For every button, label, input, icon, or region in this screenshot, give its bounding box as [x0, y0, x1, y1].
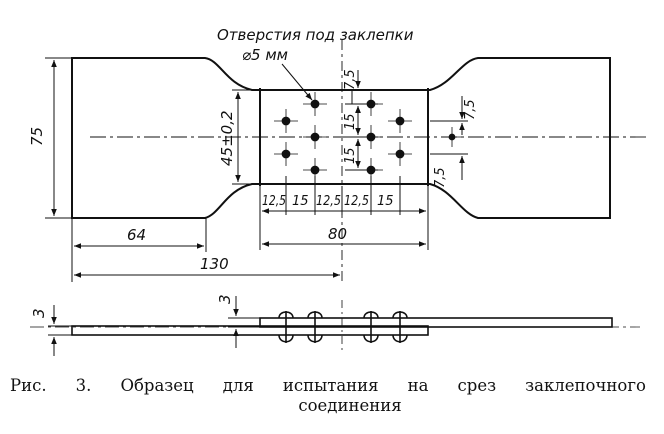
rivet-hole	[303, 158, 327, 182]
rivet-hole	[442, 127, 462, 147]
dim-right-vertical	[430, 96, 468, 180]
dim-pitch-b-label: 12,5	[316, 194, 341, 209]
dim-pitch-c-label: 12,5	[344, 194, 369, 209]
lower-plate	[71, 325, 429, 336]
dim-thickness-left-label: 3	[30, 308, 48, 318]
rivet	[363, 311, 379, 343]
rivet	[392, 311, 408, 343]
dim-pitch-chain	[259, 176, 429, 250]
caption-word: Образец	[120, 376, 194, 395]
holes-label-line1: Отверстия под заклепки	[217, 26, 414, 44]
dim-grip-length-label: 64	[127, 226, 146, 244]
dim-grip-length	[71, 218, 207, 282]
dim-total-width	[45, 57, 72, 219]
caption-line-1: Рис. 3. Образец для испытания на срез за…	[10, 376, 650, 396]
caption-word: для	[222, 376, 254, 395]
figure-caption: Рис. 3. Образец для испытания на срез за…	[10, 376, 650, 416]
caption-line-2: соединения	[298, 396, 402, 415]
dim-overlap-length-label: 80	[328, 225, 347, 243]
rivet-holes	[274, 92, 462, 182]
dim-thickness-right-label: 3	[216, 294, 234, 304]
caption-word: испытания	[282, 376, 379, 395]
dim-total-width-label: 75	[28, 127, 46, 146]
holes-leader	[281, 63, 313, 101]
dim-neck-width-label: 45±0,2	[218, 110, 236, 166]
dim-vert-mid-b-label: 15	[343, 147, 358, 164]
caption-word: 3.	[75, 376, 92, 395]
dim-vertical-pitch	[345, 70, 378, 171]
specimen-outline	[71, 57, 611, 219]
dim-vert-mid-a-label: 15	[343, 113, 358, 130]
rivet-hole	[303, 125, 327, 149]
rivet-hole	[388, 109, 412, 133]
dim-half-length-label: 130	[200, 255, 229, 273]
dim-pitch-d-label: 15	[377, 194, 394, 209]
rivet-hole	[388, 142, 412, 166]
caption-word: на	[407, 376, 429, 395]
rivet	[307, 311, 323, 343]
dim-thickness-left	[48, 305, 72, 356]
plan-view	[71, 40, 650, 285]
dim-right-bottom-label: 7,5	[433, 167, 448, 188]
dim-neck-width	[232, 89, 260, 185]
caption-word: срез	[457, 376, 497, 395]
dim-pitch-a-label: 15	[292, 194, 309, 209]
holes-annotation: Отверстия под заклепки ⌀5 мм	[217, 26, 414, 101]
rivet-hole	[303, 92, 327, 116]
dim-right-top-label: 7,5	[463, 99, 478, 120]
caption-word: заклепочного	[525, 376, 646, 395]
holes-label-line2: ⌀5 мм	[242, 46, 288, 64]
caption-word: Рис.	[10, 376, 47, 395]
rivet	[278, 311, 294, 343]
rivet-hole	[274, 142, 298, 166]
dim-vert-top-label: 7,5	[343, 69, 358, 90]
rivet-hole	[274, 109, 298, 133]
dim-pitch-edge-left-label: 12,5	[262, 194, 286, 209]
side-view	[30, 300, 640, 350]
dim-thickness-right	[228, 296, 260, 348]
